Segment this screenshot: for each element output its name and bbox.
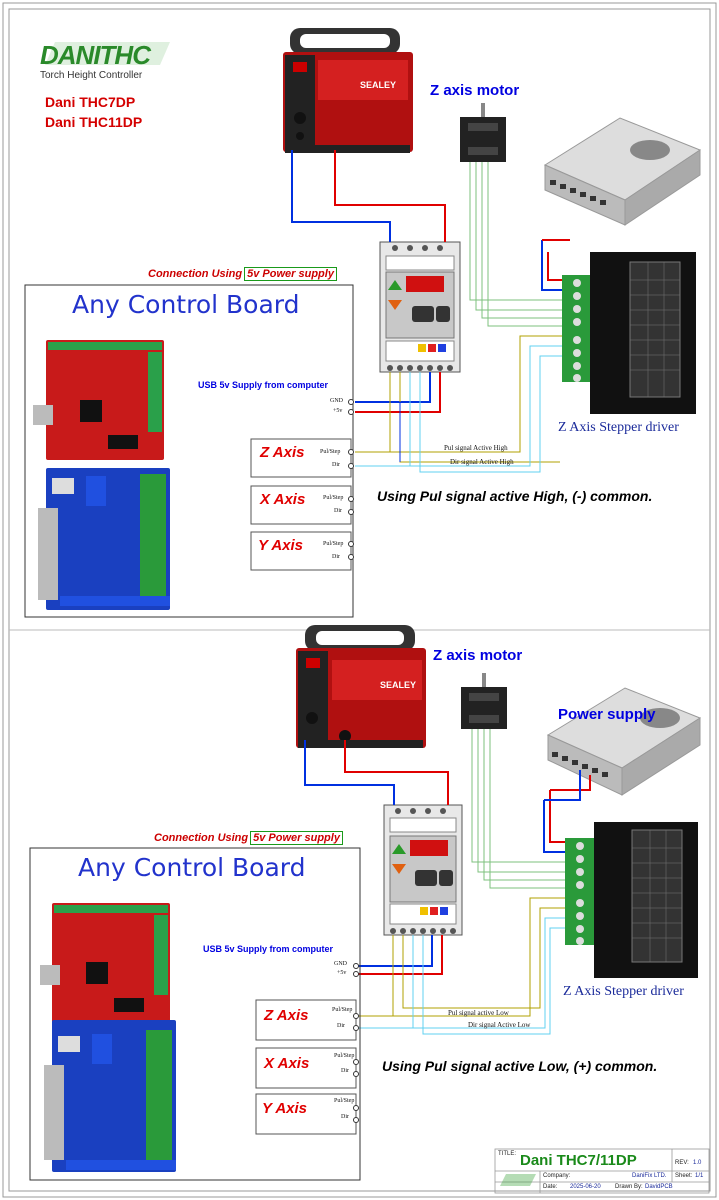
- y-pul-step-top: Pul/Step: [323, 541, 344, 547]
- tb-rev: 1.0: [693, 1160, 702, 1166]
- y-dir-top: Dir: [332, 554, 340, 560]
- svg-text:SEALEY: SEALEY: [380, 680, 416, 690]
- z-axis-label-bottom: Z Axis: [264, 1007, 309, 1024]
- gnd-label-bottom: GND: [334, 961, 347, 967]
- x-axis-label-bottom: X Axis: [264, 1055, 310, 1072]
- caption-top: Using Pul signal active High, (-) common…: [377, 488, 653, 504]
- z-motor-bottom: [461, 673, 507, 729]
- title-block: [494, 1148, 710, 1194]
- breakout-board-red-top: [33, 340, 164, 460]
- logo-graphic: [45, 42, 170, 65]
- control-board-title-bottom: Any Control Board: [78, 853, 306, 882]
- z-dir-bottom: Dir: [337, 1023, 345, 1029]
- power-wires-bottom: [304, 740, 591, 975]
- plasma-cutter-top: SEALEY: [283, 28, 413, 153]
- product-name-1: Dani THC7DP: [45, 94, 136, 110]
- z-pul-step-top: Pul/Step: [320, 449, 341, 455]
- product-name-2: Dani THC11DP: [45, 114, 143, 130]
- tb-company: DaniFix LTD.: [632, 1173, 667, 1179]
- thc-unit-top: [379, 241, 461, 373]
- control-board-title-top: Any Control Board: [72, 290, 300, 319]
- y-pul-step-bottom: Pul/Step: [334, 1098, 355, 1104]
- tb-title-key: TITLE:: [498, 1151, 517, 1157]
- power-wires-top: [291, 150, 570, 413]
- y-axis-label-bottom: Y Axis: [262, 1100, 308, 1117]
- logo-tagline: Torch Height Controller: [40, 70, 143, 81]
- dir-wire-note-bottom: Dir signal Active Low: [468, 1021, 531, 1029]
- breakout-board-blue-bottom: [44, 1020, 176, 1172]
- z-axis-label-top: Z Axis: [260, 444, 305, 461]
- x-dir-top: Dir: [334, 508, 342, 514]
- tb-company-key: Company:: [543, 1173, 571, 1179]
- plus5v-label-top: +5v: [333, 408, 343, 414]
- tb-rev-key: REV:: [675, 1160, 689, 1166]
- psu-label-bottom: Power supply: [558, 706, 656, 723]
- tb-date-key: Date:: [543, 1184, 558, 1190]
- y-dir-bottom: Dir: [341, 1114, 349, 1120]
- tb-date: 2025-06-20: [570, 1184, 601, 1190]
- power-supply-bottom: [546, 687, 702, 796]
- breakout-board-blue-top: [38, 468, 170, 610]
- signal-wires-top: [355, 162, 562, 473]
- breakout-board-red-bottom: [40, 903, 170, 1023]
- caption-bottom: Using Pul signal active Low, (+) common.: [382, 1058, 658, 1074]
- x-axis-label-top: X Axis: [260, 491, 306, 508]
- x-pul-step-top: Pul/Step: [323, 495, 344, 501]
- usb-supply-label-bottom: USB 5v Supply from computer: [203, 944, 334, 954]
- plasma-cutter-bottom: SEALEY: [296, 625, 426, 748]
- logo-brand: DANITHC: [40, 40, 151, 70]
- usb-supply-label-top: USB 5v Supply from computer: [198, 380, 329, 390]
- signal-wires-bottom: [355, 729, 565, 1035]
- stepper-driver-bottom: [565, 822, 698, 978]
- control-board-frame-bottom: [29, 847, 361, 1181]
- gnd-label-top: GND: [330, 398, 343, 404]
- tb-sheet-key: Sheet:: [675, 1173, 693, 1179]
- title-block-logo: [500, 1174, 536, 1186]
- svg-text:SEALEY: SEALEY: [360, 80, 396, 90]
- x-dir-bottom: Dir: [341, 1068, 349, 1074]
- tb-title: Dani THC7/11DP: [520, 1152, 637, 1169]
- y-axis-label-top: Y Axis: [258, 537, 304, 554]
- driver-label-bottom: Z Axis Stepper driver: [563, 984, 684, 999]
- plus5v-label-bottom: +5v: [337, 970, 347, 976]
- tb-drawn: DavidPCB: [645, 1184, 673, 1190]
- dir-wire-note-top: Dir signal Active High: [450, 458, 514, 466]
- axis-boxes-bottom: [255, 999, 357, 1135]
- pul-wire-note-top: Pul signal Active High: [444, 444, 508, 452]
- tb-sheet: 1/1: [695, 1173, 704, 1179]
- stepper-driver-top: [562, 252, 696, 414]
- z-motor-label-bottom: Z axis motor: [433, 647, 523, 664]
- z-dir-top: Dir: [332, 462, 340, 468]
- z-motor-label-top: Z axis motor: [430, 82, 520, 99]
- z-pul-step-bottom: Pul/Step: [332, 1007, 353, 1013]
- driver-label-top: Z Axis Stepper driver: [558, 420, 679, 435]
- axis-boxes-top: [250, 438, 352, 571]
- thc-unit-bottom: [383, 804, 463, 936]
- z-motor-top: [460, 103, 506, 162]
- power-supply-top: [543, 117, 702, 226]
- pul-wire-note-bottom: Pul signal active Low: [448, 1009, 509, 1017]
- x-pul-step-bottom: Pul/Step: [334, 1053, 355, 1059]
- tb-drawn-key: Drawn By:: [615, 1184, 643, 1190]
